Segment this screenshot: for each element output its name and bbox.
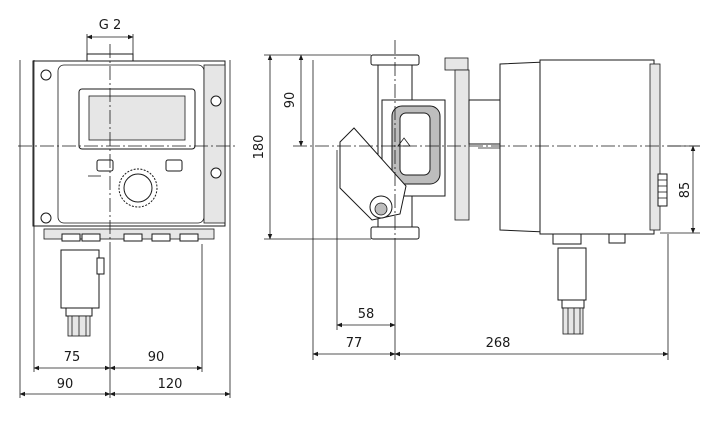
plug-collar	[65, 307, 93, 317]
front-view	[18, 44, 236, 337]
screw-icon	[210, 95, 222, 107]
side-plug-connector	[557, 247, 587, 301]
cable-gland-icon	[151, 233, 171, 242]
electronics-cover	[649, 63, 661, 231]
dim-label-depth-total: 268	[486, 336, 511, 351]
back-button-icon	[96, 159, 114, 172]
dim-label-motor-axis: 85	[678, 182, 693, 199]
side-cable-gland	[608, 233, 626, 244]
cable-gland-icon	[179, 233, 199, 242]
dim-label-pipe-left: 75	[64, 350, 81, 365]
side-rear-plate	[454, 69, 470, 221]
screw-icon	[40, 69, 52, 81]
dim-label-width-left: 90	[57, 377, 74, 392]
motor-window	[399, 112, 431, 176]
front-side-strip	[203, 64, 226, 224]
side-dimensions: 180 90 85 58 77 268	[252, 54, 700, 360]
plug-connector	[60, 249, 100, 309]
side-cable-gland	[552, 233, 582, 245]
display-screen	[88, 95, 186, 141]
dim-label-thread: G 2	[99, 18, 121, 33]
dim-label-depth-rear: 77	[346, 336, 363, 351]
control-knob-inner	[123, 173, 153, 203]
cable-gland-icon	[61, 233, 81, 242]
side-view	[293, 40, 700, 335]
dim-label-height-upper: 90	[283, 92, 298, 109]
dim-label-depth-front: 58	[358, 307, 375, 322]
electronics-box-front	[499, 61, 546, 233]
control-knob-side	[657, 173, 668, 207]
dim-label-width-right: 120	[158, 377, 183, 392]
screw-icon	[40, 212, 52, 224]
screw-icon	[210, 167, 222, 179]
menu-button-icon	[165, 159, 183, 172]
electronics-box	[539, 59, 655, 235]
cable-gland-icon	[123, 233, 143, 242]
cable-gland-icon	[81, 233, 101, 242]
dim-label-pipe-right: 90	[148, 350, 165, 365]
dim-label-height-total: 180	[252, 135, 267, 160]
plug-latch	[96, 257, 105, 275]
front-dimensions: G 2 75 90 90 120	[19, 18, 231, 398]
side-plug-collar	[561, 299, 585, 309]
pump-nozzle	[339, 127, 407, 221]
